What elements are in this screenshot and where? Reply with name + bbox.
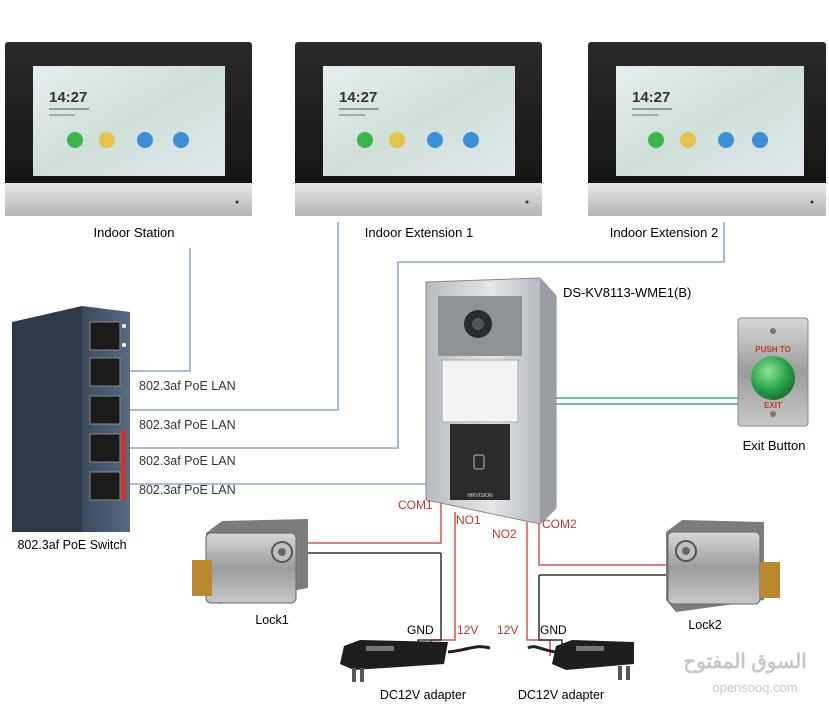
lock-2-label: Lock2 [688, 618, 721, 632]
dc12v-adapter-left [340, 640, 491, 682]
gear-icon [752, 132, 768, 148]
indoor-extension-1-monitor: 14:27 [295, 42, 542, 216]
poe-lan-label: 802.3af PoE LAN [139, 418, 236, 432]
phone-icon [357, 132, 373, 148]
exit-button-top-text: PUSH TO [755, 345, 790, 354]
exit-button: PUSH TO EXIT [737, 317, 809, 427]
monitor-time: 14:27 [49, 89, 87, 106]
exit-button-bottom-text: EXIT [764, 401, 782, 410]
watermark-latin: opensooq.com [712, 680, 797, 695]
com1-label: COM1 [398, 498, 433, 512]
poe-switch [12, 306, 130, 532]
message-icon [99, 132, 115, 148]
poe-switch-label: 802.3af PoE Switch [17, 538, 126, 552]
dc12v-adapter-right-label: DC12V adapter [518, 688, 604, 702]
poe-lan-label: 802.3af PoE LAN [139, 483, 236, 497]
lan-wire-indoor-extension-2 [120, 222, 725, 449]
lock-2 [666, 520, 780, 612]
no1-label: NO1 [456, 513, 481, 527]
lan-wires [120, 222, 725, 485]
opensooq-watermark: السوق المفتوح opensooq.com [683, 651, 807, 695]
settings-icon [427, 132, 443, 148]
com2-label: COM2 [542, 517, 577, 531]
lock-1-label: Lock1 [255, 613, 288, 627]
monitor-time: 14:27 [339, 89, 377, 106]
door-station-brand: HIKVISION [467, 493, 493, 499]
watermark-arabic: السوق المفتوح [683, 651, 807, 674]
power-wires [293, 498, 672, 656]
indoor-station-monitor: 14:27 [5, 42, 252, 216]
indoor-extension-2-monitor: 14:27 [588, 42, 826, 216]
gnd-label-left: GND [407, 623, 434, 637]
phone-icon [648, 132, 664, 148]
indoor-station-label: Indoor Station [94, 225, 175, 240]
lan-wire-indoor-extension-1 [120, 222, 339, 411]
card-reader-icon [473, 454, 485, 470]
dc12v-adapter-left-label: DC12V adapter [380, 688, 466, 702]
v12-label-right: 12V [497, 623, 518, 637]
indoor-extension-1-label: Indoor Extension 1 [365, 225, 473, 240]
dc12v-adapter-right [527, 640, 634, 680]
gear-icon [173, 132, 189, 148]
phone-icon [67, 132, 83, 148]
poe-lan-label: 802.3af PoE LAN [139, 454, 236, 468]
no2-label: NO2 [492, 527, 517, 541]
exit-button-label: Exit Button [743, 438, 806, 453]
poe-lan-label: 802.3af PoE LAN [139, 379, 236, 393]
indoor-extension-2-label: Indoor Extension 2 [610, 225, 718, 240]
settings-icon [718, 132, 734, 148]
message-icon [389, 132, 405, 148]
monitor-time: 14:27 [632, 89, 670, 106]
door-station-model: DS-KV8113-WME1(B) [563, 285, 691, 300]
gear-icon [463, 132, 479, 148]
v12-label-left: 12V [457, 623, 478, 637]
message-icon [680, 132, 696, 148]
door-station: HIKVISION [425, 277, 557, 525]
gnd-label-right: GND [540, 623, 567, 637]
lock-1 [192, 519, 308, 604]
lan-wire-indoor-station [120, 248, 191, 372]
settings-icon [137, 132, 153, 148]
push-button-icon [751, 356, 795, 400]
